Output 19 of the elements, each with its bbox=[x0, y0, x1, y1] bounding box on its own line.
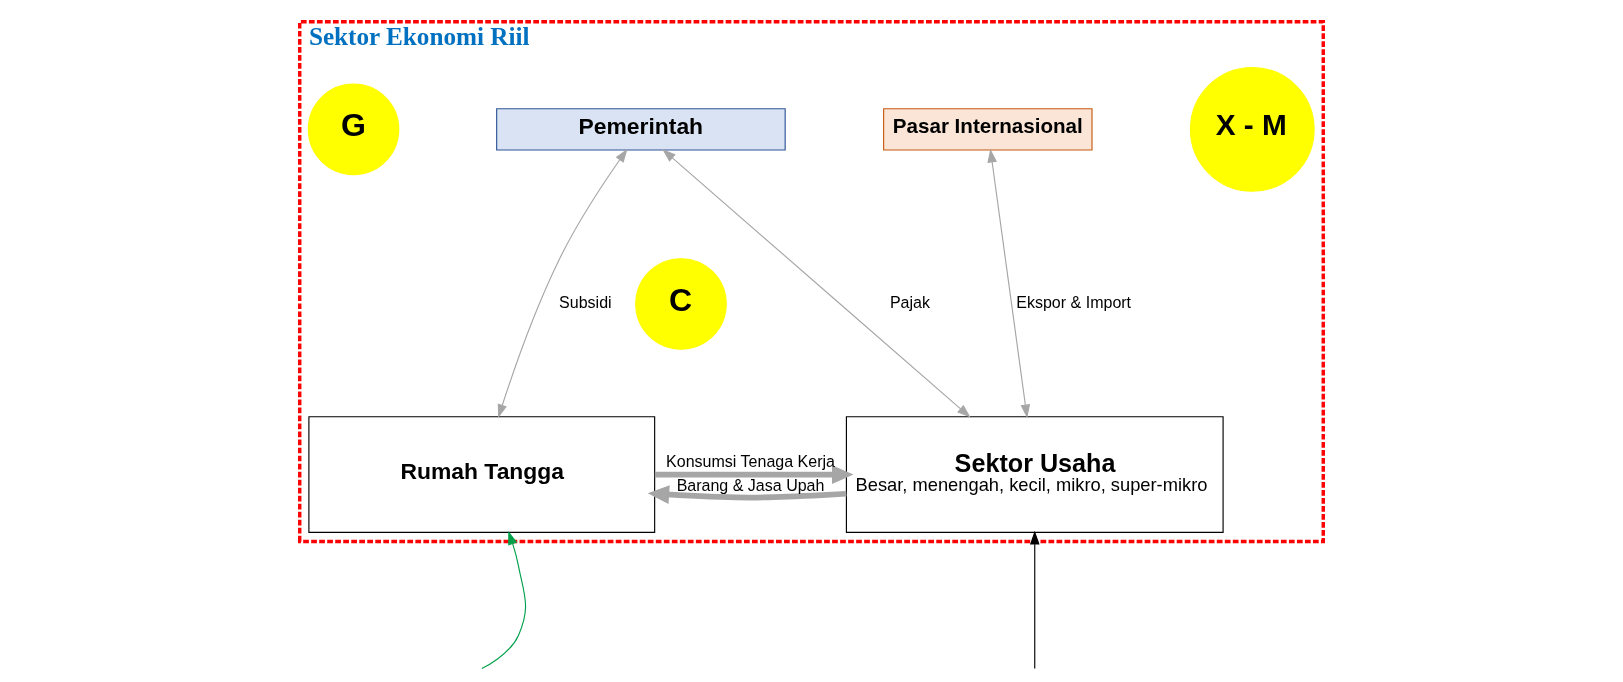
node-circle: X - M bbox=[1189, 66, 1315, 192]
node-circle: G bbox=[307, 83, 400, 176]
arrow bbox=[1029, 530, 1040, 670]
node-box: Rumah Tangga bbox=[308, 416, 656, 533]
edge-label: Konsumsi Tenaga Kerja bbox=[666, 451, 835, 470]
arrow bbox=[987, 148, 1031, 419]
edge-label: Ekspor & Import bbox=[1016, 293, 1132, 312]
edge-label: Pajak bbox=[889, 293, 930, 312]
node-box: Sektor Usaha Besar, menengah, kecil, mikro, super-mikro bbox=[845, 416, 1224, 533]
arrow bbox=[481, 531, 527, 670]
arrow bbox=[654, 465, 854, 484]
node-box: Pemerintah bbox=[496, 108, 786, 151]
node-circle: C bbox=[635, 258, 727, 350]
arrow bbox=[662, 149, 971, 418]
edge-label: Subsidi bbox=[559, 293, 612, 312]
node-box: Pasar Internasional bbox=[883, 108, 1093, 151]
arrow bbox=[647, 485, 847, 504]
edge-label: Barang & Jasa Upah bbox=[676, 475, 825, 494]
arrow bbox=[497, 148, 628, 419]
